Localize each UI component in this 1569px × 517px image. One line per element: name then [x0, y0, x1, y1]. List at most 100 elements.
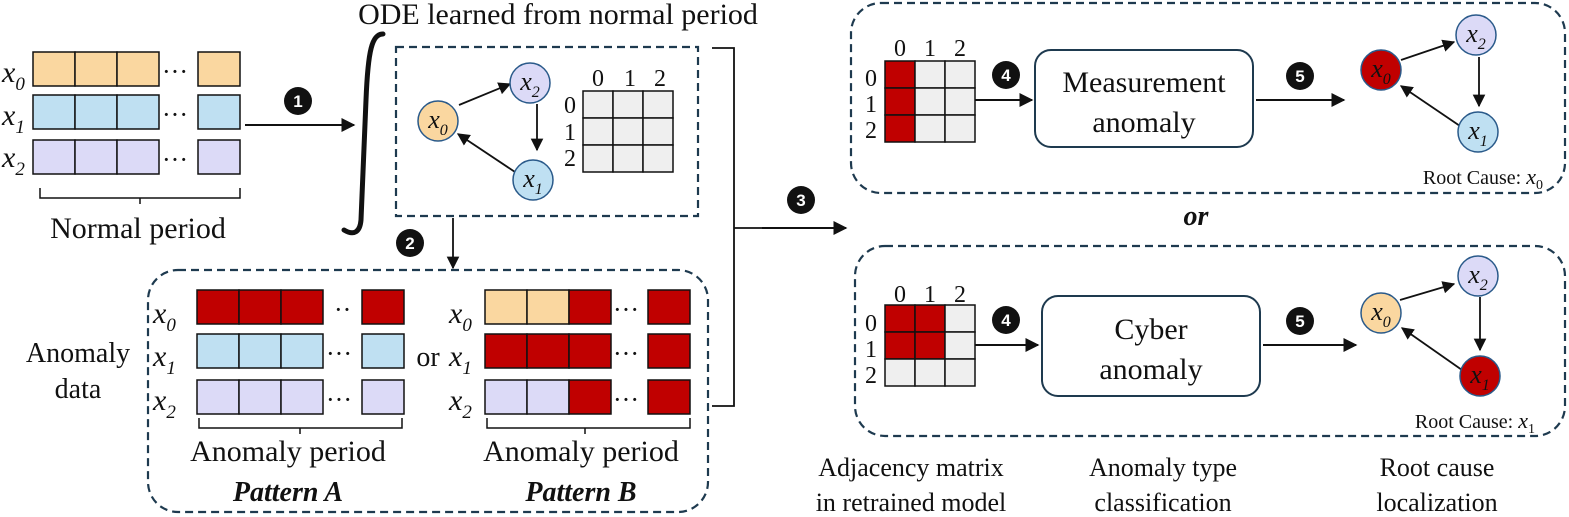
cell [197, 51, 241, 87]
normal-row-x1: x1 ··· [1, 94, 241, 138]
edge [1399, 85, 1461, 127]
matrix-cell [582, 90, 614, 119]
row-index: 1 [865, 337, 877, 363]
row-index: 2 [865, 118, 877, 144]
node-x2-label: x2 [519, 67, 540, 101]
measurement-label-2: anomaly [1092, 106, 1195, 139]
cell [116, 51, 160, 87]
matrix-cell [884, 304, 916, 333]
var-x0-label: x0 [152, 297, 176, 336]
ellipsis: ··· [613, 339, 639, 368]
cell [238, 289, 282, 325]
edge [1400, 327, 1463, 371]
col-index: 1 [624, 66, 636, 92]
matrix-cell [914, 114, 946, 143]
node-x2 [1455, 14, 1497, 56]
pattern-b: x0 ··· x1 ··· x2 ··· Anomaly period Patt… [448, 289, 691, 508]
cell [568, 379, 612, 415]
svg-text:2: 2 [405, 234, 414, 253]
var-x1-label: x1 [448, 340, 472, 379]
step-2-badge: 2 [396, 229, 424, 257]
var-x2-label: x2 [1, 141, 25, 180]
row-index: 2 [564, 146, 576, 172]
var-x0-label: x0 [1, 56, 25, 95]
svg-text:3: 3 [796, 191, 805, 210]
root-cause-measurement: Root Cause: x0 [1423, 164, 1543, 193]
cell [74, 139, 118, 175]
matrix-cell [884, 358, 916, 387]
var-x2-label: x2 [448, 384, 472, 423]
ellipsis: ·· [334, 295, 351, 324]
node-x0-label: x0 [1370, 54, 1391, 88]
edge [1399, 281, 1456, 301]
cyber-label-1: Cyber [1114, 313, 1187, 346]
cell [74, 94, 118, 130]
cell [32, 139, 76, 175]
var-x1-label: x1 [152, 340, 176, 379]
cell [526, 333, 570, 369]
var-x2-label: x2 [152, 384, 176, 423]
anomaly-data-label-2: data [55, 374, 102, 405]
cell [196, 289, 240, 325]
row-index: 1 [564, 120, 576, 146]
row-index: 0 [564, 93, 576, 119]
caption-localization-2: localization [1376, 488, 1497, 517]
ellipsis: ··· [162, 145, 188, 174]
cyber-adjacency-matrix: 0 1 2 0 1 2 [865, 282, 976, 389]
step-5-badge: 5 [1286, 62, 1314, 90]
normal-row-x2: x2 ··· [1, 139, 241, 180]
step-4-badge: 4 [992, 61, 1020, 89]
ellipsis: ··· [326, 385, 352, 414]
matrix-cell [944, 331, 976, 360]
col-index: 2 [654, 66, 666, 92]
matrix-cell [884, 114, 916, 143]
matrix-cell [642, 144, 674, 173]
ode-graph: x0 x2 x1 [417, 62, 554, 201]
cell [238, 333, 282, 369]
edge [456, 133, 516, 173]
matrix-cell [944, 114, 976, 143]
cell [197, 139, 241, 175]
matrix-cell [582, 144, 614, 173]
ellipsis: ··· [162, 57, 188, 86]
caption-type-2: classification [1094, 488, 1231, 517]
caption-adjacency-1: Adjacency matrix [818, 453, 1004, 482]
col-index: 1 [924, 282, 936, 308]
anomaly-period-label: Anomaly period [190, 435, 386, 468]
cell [568, 333, 612, 369]
cell [32, 51, 76, 87]
measurement-panel [849, 1, 1567, 195]
svg-text:5: 5 [1295, 67, 1304, 86]
cell [238, 379, 282, 415]
row-index: 1 [865, 92, 877, 118]
col-index: 0 [592, 66, 604, 92]
matrix-cell [914, 358, 946, 387]
normal-row-x0: x0 ··· [1, 51, 241, 95]
normal-period-brace [39, 188, 241, 204]
matrix-cell [944, 60, 976, 89]
matrix-cell [582, 117, 614, 146]
node-x2 [1457, 255, 1499, 297]
matrix-cell [612, 90, 644, 119]
node-x0 [1360, 292, 1402, 334]
col-index: 2 [954, 282, 966, 308]
cell [484, 379, 528, 415]
pattern-a: x0 ·· x1 ··· x2 ··· Anomaly period Patte… [152, 289, 405, 508]
anomaly-data-box [146, 268, 710, 514]
matrix-cell [642, 117, 674, 146]
measurement-graph: x0 x2 x1 [1360, 14, 1499, 153]
or-separator: or [416, 342, 440, 373]
step-4-badge: 4 [992, 306, 1020, 334]
normal-period-label: Normal period [50, 212, 226, 245]
cell [526, 379, 570, 415]
col-index: 2 [954, 36, 966, 62]
or-between-panels: or [1184, 201, 1210, 232]
col-index: 1 [924, 36, 936, 62]
cell [116, 139, 160, 175]
matrix-cell [914, 87, 946, 116]
matrix-cell [884, 87, 916, 116]
cell [280, 379, 324, 415]
matrix-cell [914, 304, 946, 333]
cell [196, 379, 240, 415]
